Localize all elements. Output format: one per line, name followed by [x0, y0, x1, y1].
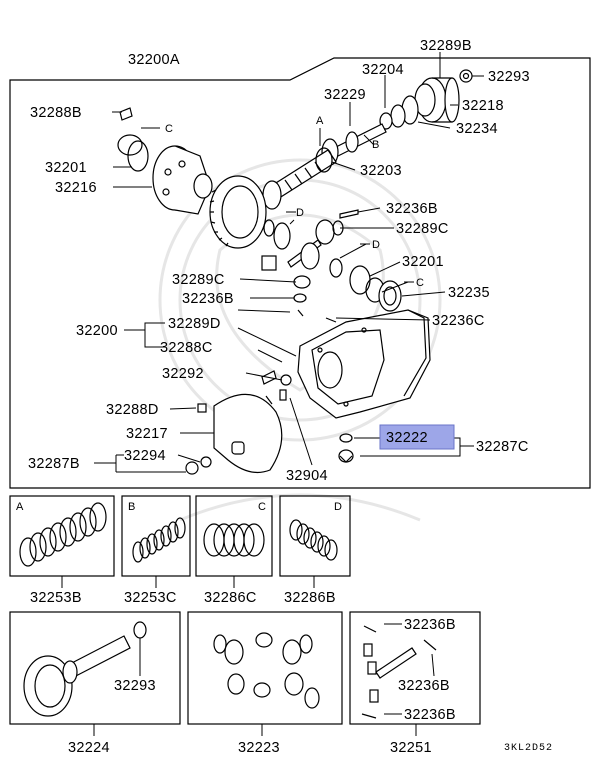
callout-d-upper: D	[296, 207, 304, 219]
carrier-housing-drawing	[297, 309, 431, 419]
kit-ring-pinion-box	[9, 611, 181, 725]
drain-plug-drawing	[338, 433, 354, 463]
kit-pin-label-2[interactable]: 32236B	[398, 678, 450, 694]
kit-label-32253B[interactable]: 32253B	[30, 590, 82, 606]
label-32289C-right[interactable]: 32289C	[396, 221, 449, 237]
label-32235[interactable]: 32235	[448, 285, 490, 301]
highlight-32222	[379, 424, 455, 450]
shim-stack-c-drawing	[203, 523, 265, 557]
kit-row-2: 32293 32224 32223 3	[9, 611, 481, 756]
differential-case-drawing	[117, 107, 213, 215]
label-32201-left[interactable]: 32201	[45, 160, 87, 176]
companion-flange-drawing	[379, 69, 473, 130]
label-32236B-lower[interactable]: 32236B	[182, 291, 234, 307]
washer-drawing	[315, 147, 333, 173]
label-32293-top[interactable]: 32293	[488, 69, 530, 85]
ring-gear-drawing	[209, 175, 267, 249]
callout-d-lower: D	[372, 239, 380, 251]
shim-stack-d-drawing	[289, 519, 338, 561]
cover-drawing	[185, 370, 292, 475]
label-32288C[interactable]: 32288C	[160, 340, 213, 356]
kit-d-letter: D	[334, 501, 342, 513]
kit-label-32251[interactable]: 32251	[390, 740, 432, 756]
kit-a-letter: A	[16, 501, 24, 513]
label-32288B[interactable]: 32288B	[30, 105, 82, 121]
kit-d-box	[279, 495, 351, 577]
label-32287B[interactable]: 32287B	[28, 456, 80, 472]
label-32201-right[interactable]: 32201	[402, 254, 444, 270]
label-32288D[interactable]: 32288D	[106, 402, 159, 418]
callout-a-top: A	[316, 115, 324, 127]
kit-label-32253C[interactable]: 32253C	[124, 590, 177, 606]
kit-a-box	[9, 495, 115, 577]
callout-b-top: B	[372, 139, 379, 151]
label-32292[interactable]: 32292	[162, 366, 204, 382]
part-drawings	[117, 69, 473, 475]
callout-c-right: C	[416, 277, 424, 289]
part-labels[interactable]: 32200A 32289B 32293 32204 32229 32218 32…	[28, 38, 530, 484]
label-32229[interactable]: 32229	[324, 87, 366, 103]
shim-stack-a-drawing	[19, 502, 107, 567]
kit-row-1: A 32253B B 32253C C	[9, 495, 351, 606]
kit-label-32293-bottom[interactable]: 32293	[114, 678, 156, 694]
kit-label-32223[interactable]: 32223	[238, 740, 280, 756]
main-frame	[9, 57, 591, 489]
label-32204[interactable]: 32204	[362, 62, 404, 78]
kit-c-letter: C	[258, 501, 266, 513]
ring-pinion-drawing	[23, 621, 147, 717]
leader-lines	[94, 52, 484, 473]
label-32287C[interactable]: 32287C	[476, 439, 529, 455]
kit-pin-label-3[interactable]: 32236B	[404, 707, 456, 723]
label-32222[interactable]: 32222	[386, 430, 428, 446]
label-32289B[interactable]: 32289B	[420, 38, 472, 54]
figure-code: 3KL2D52	[504, 743, 553, 754]
label-32218[interactable]: 32218	[462, 98, 504, 114]
callout-c-left: C	[165, 123, 173, 135]
label-32203[interactable]: 32203	[360, 163, 402, 179]
label-32234[interactable]: 32234	[456, 121, 498, 137]
label-32904[interactable]: 32904	[286, 468, 328, 484]
letter-callouts: A B C D D C	[141, 115, 424, 289]
kit-label-32286B[interactable]: 32286B	[284, 590, 336, 606]
drive-pinion-drawing	[262, 123, 387, 210]
label-32289C-left[interactable]: 32289C	[172, 272, 225, 288]
label-32200A[interactable]: 32200A	[128, 52, 180, 68]
label-32200[interactable]: 32200	[76, 323, 118, 339]
label-32294[interactable]: 32294	[124, 448, 166, 464]
pin-set-drawing	[361, 625, 437, 719]
label-32216[interactable]: 32216	[55, 180, 97, 196]
label-32236B-upper[interactable]: 32236B	[386, 201, 438, 217]
label-32217[interactable]: 32217	[126, 426, 168, 442]
gear-set-drawing	[213, 632, 320, 709]
kit-gear-set-box	[187, 611, 343, 725]
kit-b-letter: B	[128, 501, 135, 513]
label-32236C[interactable]: 32236C	[432, 313, 485, 329]
label-32289D[interactable]: 32289D	[168, 316, 221, 332]
kit-label-32224[interactable]: 32224	[68, 740, 110, 756]
kit-pin-set-box	[349, 611, 481, 725]
kit-label-32286C[interactable]: 32286C	[204, 590, 257, 606]
side-bearing-drawing	[349, 265, 402, 312]
kit-pin-label-1[interactable]: 32236B	[404, 617, 456, 633]
shim-stack-b-drawing	[132, 517, 186, 563]
spider-gears-drawing	[261, 209, 359, 317]
